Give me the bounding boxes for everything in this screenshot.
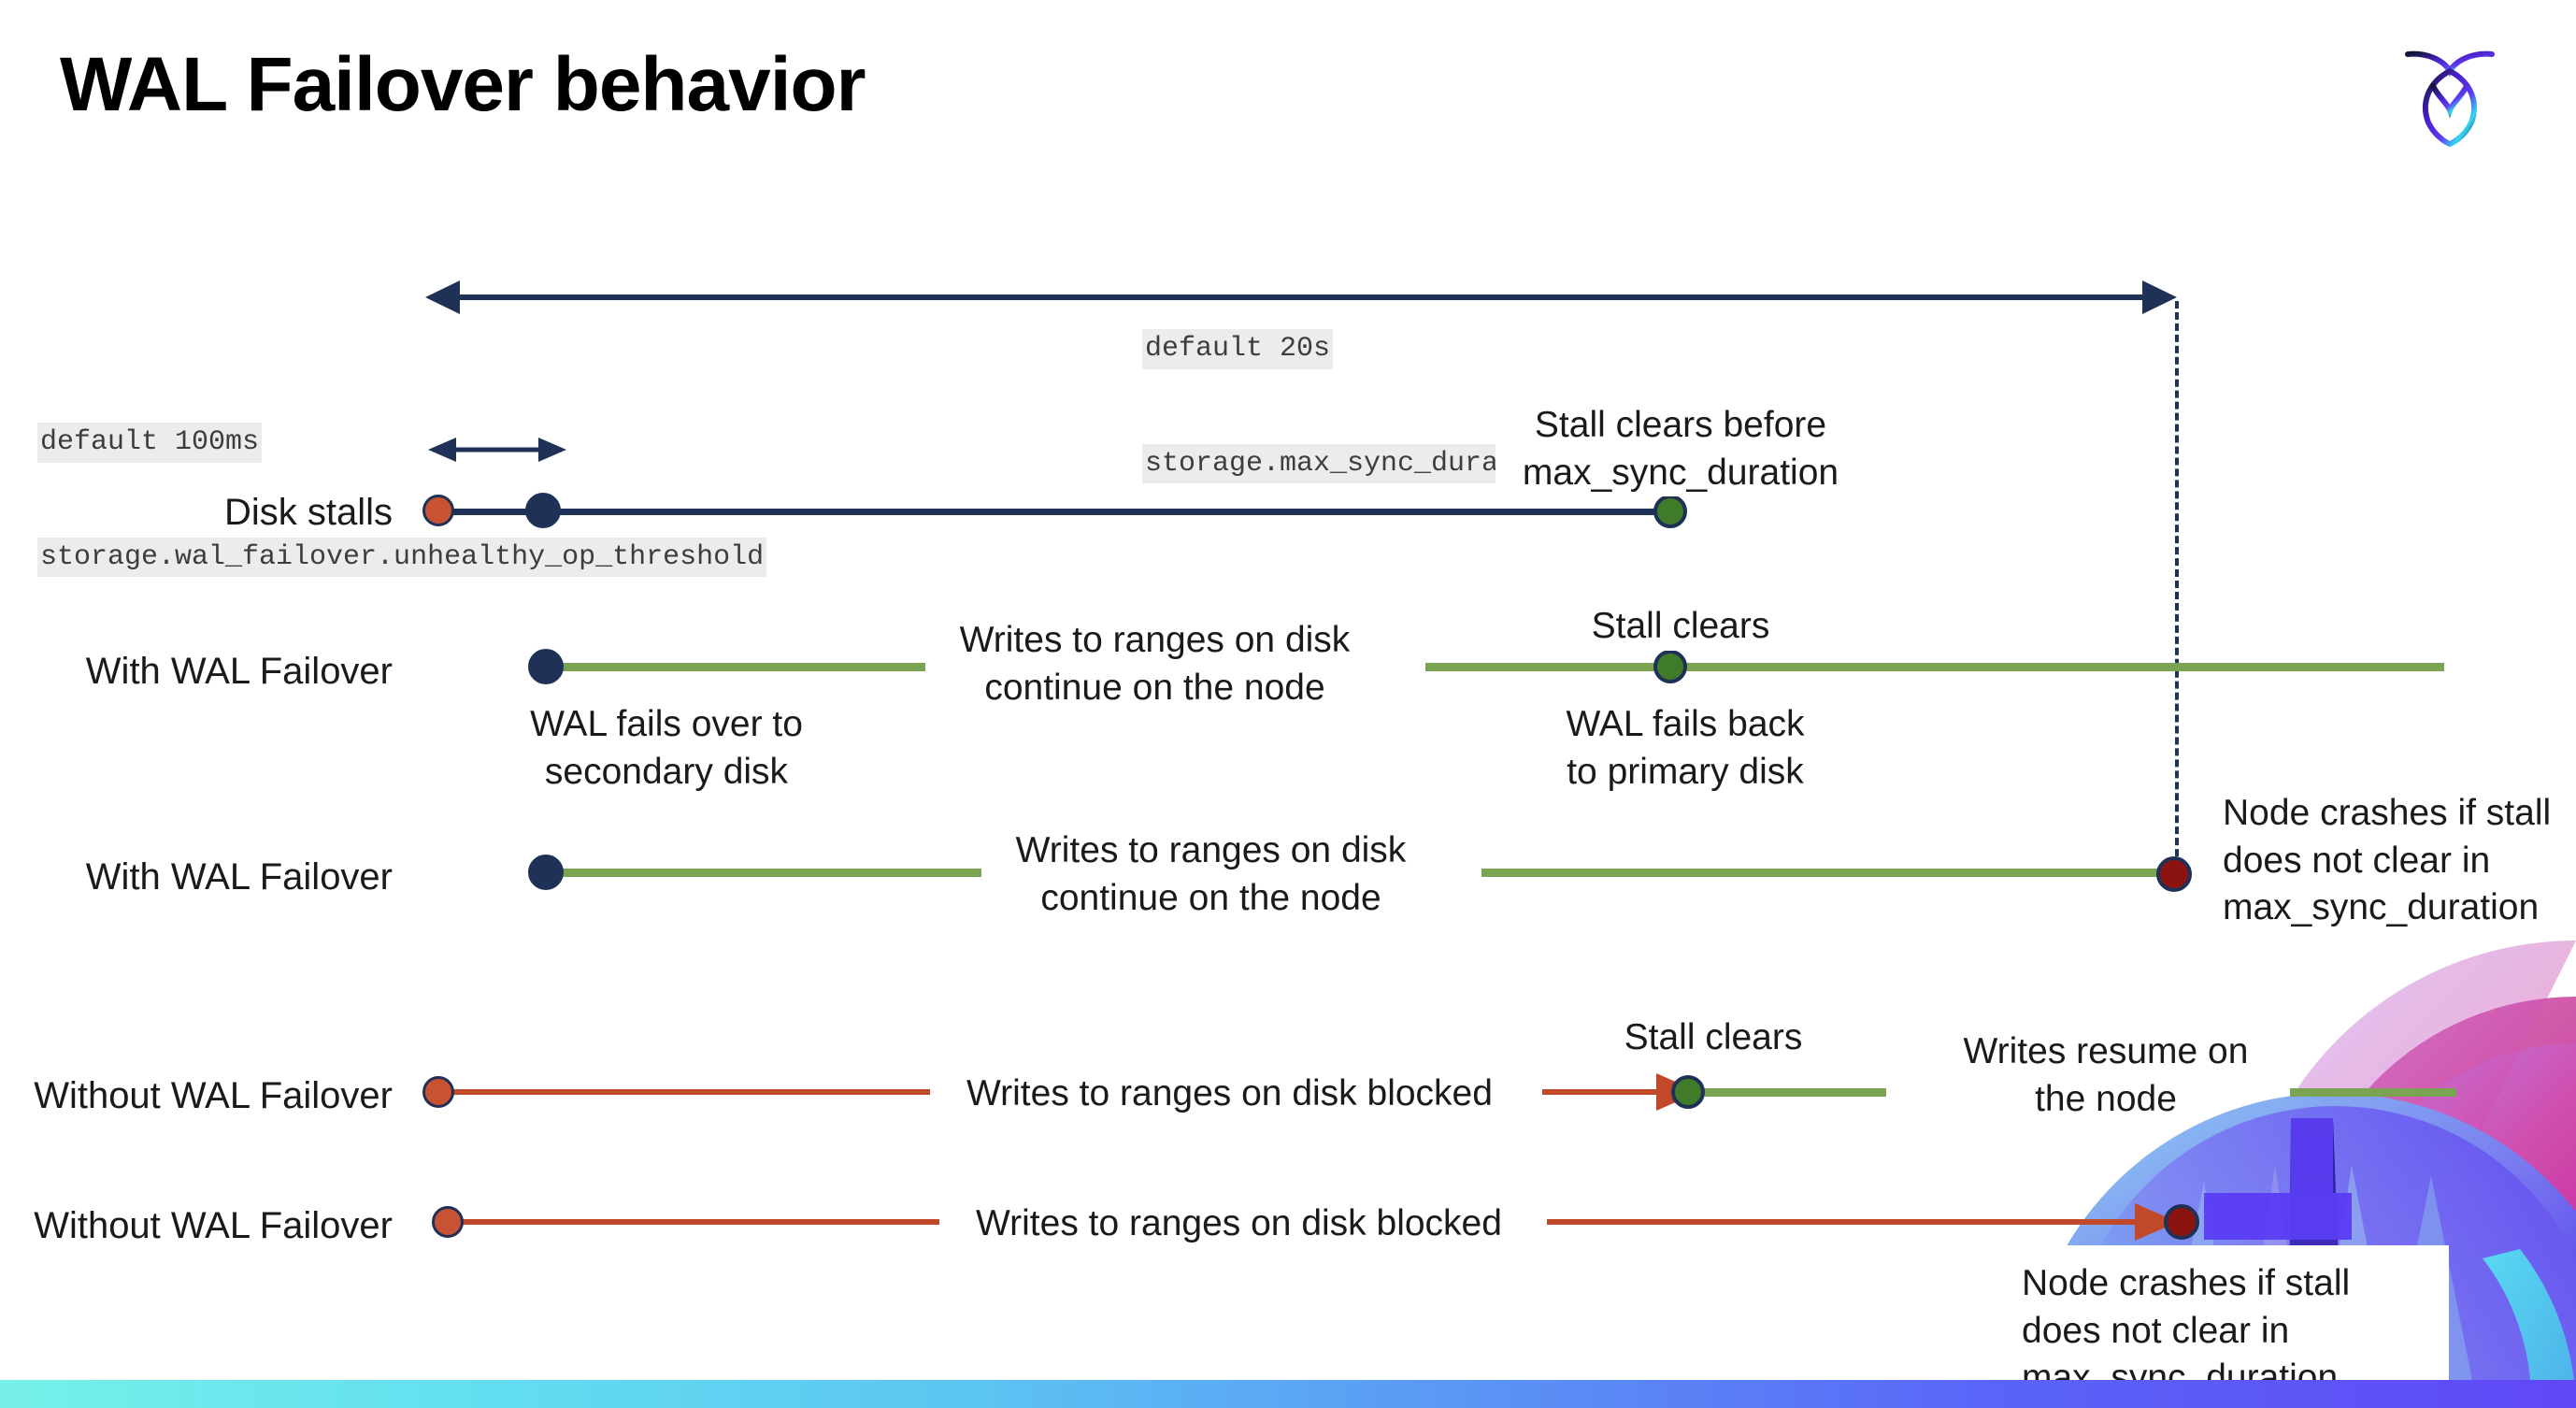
row4-note-stall-clears: Stall clears [1570,1014,1856,1062]
unhealthy-op-threshold-callout: default 100ms storage.wal_failover.unhea… [37,348,767,653]
row4-green-line [1704,1088,1886,1097]
row3-note-node-crashes: Node crashes if stall does not clear in … [2215,790,2576,933]
row4-note-writes-blocked: Writes to ranges on disk blocked [930,1070,1529,1118]
row1-note-stall-clears-before: Stall clears before max_sync_duration [1496,402,1866,497]
row5-note-writes-blocked: Writes to ranges on disk blocked [939,1200,1538,1248]
row-label-with-wal-failover-1: With WAL Failover [85,651,393,692]
unhealthy-op-threshold-setting: storage.wal_failover.unhealthy_op_thresh… [37,537,767,578]
row3-green-line-right [1481,869,2173,877]
orange-dot-marker [422,495,454,526]
row4-green-line-overlay [2290,1088,2456,1097]
navy-dot-marker [528,855,564,890]
orange-dot-marker [422,1076,454,1108]
row2-green-line-left [537,663,925,671]
max-sync-duration-default: default 20s [1142,329,1334,369]
row4-orange-line-right [1542,1089,1668,1095]
row2-note-wal-fails-over: WAL fails over to secondary disk [458,701,875,797]
row2-green-line-right [1425,663,2444,671]
row-label-without-wal-failover-2: Without WAL Failover [34,1205,393,1246]
row5-orange-line-left [456,1219,942,1225]
gradient-band [0,1380,2576,1408]
green-dot-marker [1653,650,1687,683]
navy-dot-marker [528,649,564,684]
green-dot-marker [1653,495,1687,528]
row3-note-writes-continue: Writes to ranges on disk continue on the… [981,827,1440,923]
row-label-with-wal-failover-2: With WAL Failover [85,856,393,898]
row-label-disk-stalls: Disk stalls [223,492,393,533]
unhealthy-op-threshold-default: default 100ms [37,423,263,463]
row5-orange-line-overlay [1547,1219,2145,1225]
row2-note-stall-clears: Stall clears [1538,603,1824,651]
node-crash-note-panel [1982,1245,2449,1380]
green-dot-marker [1671,1075,1705,1109]
cockroach-labs-logo-icon [2389,34,2511,155]
dark-red-dot-marker [2156,856,2192,892]
dark-red-dot-marker [2164,1204,2199,1240]
row-label-without-wal-failover-1: Without WAL Failover [34,1075,393,1116]
page-title: WAL Failover behavior [60,42,866,127]
orange-dot-marker [432,1206,464,1238]
navy-dot-marker [525,493,561,528]
row2-note-writes-continue: Writes to ranges on disk continue on the… [925,617,1384,712]
row1-navy-line [439,509,1673,515]
row3-green-line-left [537,869,981,877]
row4-orange-line-left [449,1089,935,1095]
row4-note-writes-resume: Writes resume on the node [1925,1028,2286,1124]
vertical-dashed-line [2175,301,2179,879]
row2-note-wal-fails-back: WAL fails back to primary disk [1519,701,1852,797]
